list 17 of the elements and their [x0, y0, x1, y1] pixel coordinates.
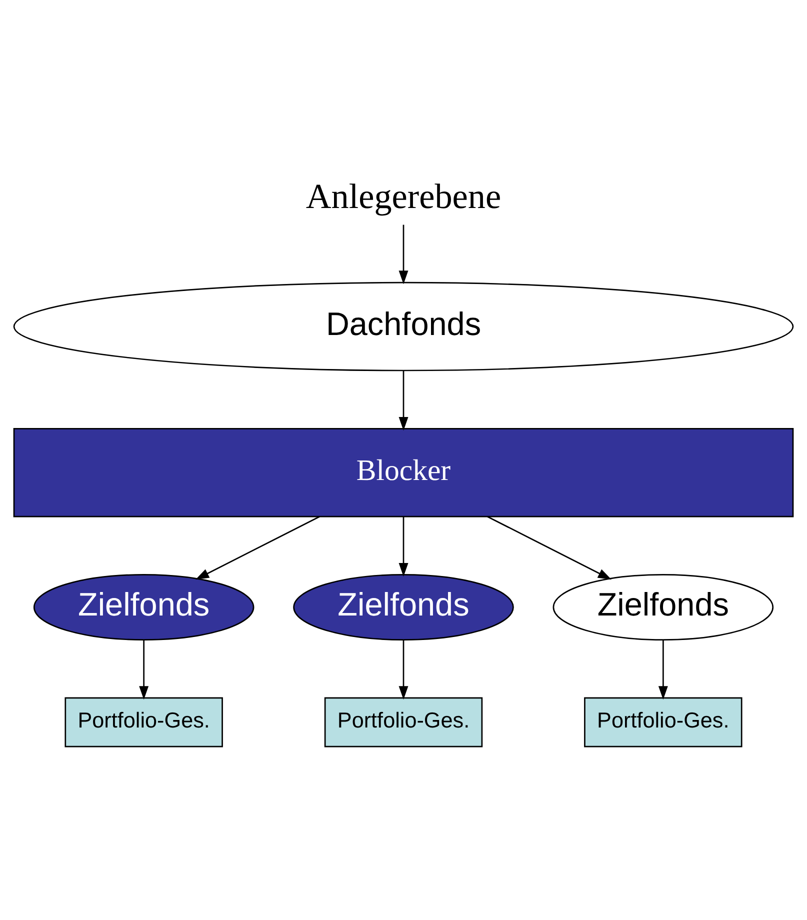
arrow [195, 516, 320, 580]
arrow [487, 516, 612, 580]
node-ellipse: Zielfonds [33, 574, 254, 640]
node-box: Portfolio-Ges. [324, 696, 483, 747]
node-ellipse: Zielfonds [552, 574, 774, 640]
node-box: Portfolio-Ges. [584, 696, 742, 747]
arrow [398, 224, 408, 284]
node-box: Blocker [13, 428, 794, 517]
node-ellipse: Dachfonds [13, 281, 794, 371]
arrow [139, 639, 149, 700]
node-ellipse: Zielfonds [293, 574, 514, 640]
arrow [398, 516, 408, 576]
node-text: Anlegerebene [306, 176, 502, 216]
node-box: Portfolio-Ges. [64, 696, 223, 747]
arrow [398, 370, 408, 430]
arrow [658, 639, 668, 700]
arrow [398, 639, 408, 700]
